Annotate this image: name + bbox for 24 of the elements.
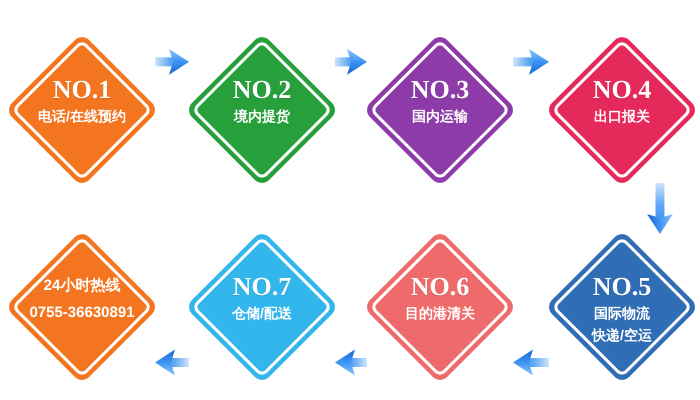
step-number: NO.3 (410, 75, 470, 105)
step-label: 目的港清关 (405, 304, 475, 323)
arrow (335, 349, 367, 376)
hotline-label: 24小时热线 (44, 276, 120, 296)
phone-number: 0755-36630891 (29, 303, 135, 323)
step-label: 国际物流 (594, 304, 650, 323)
arrow (513, 349, 549, 376)
step-label: 境内提货 (234, 107, 290, 126)
step-number: NO.6 (410, 272, 470, 302)
arrow (646, 183, 673, 234)
step-number: NO.2 (232, 75, 292, 105)
step-label: 仓储/配送 (232, 304, 292, 323)
step-number: NO.4 (592, 75, 652, 105)
step-label: 快递/空运 (592, 326, 652, 345)
arrow (513, 48, 549, 75)
arrow (335, 48, 367, 75)
step-number: NO.7 (232, 272, 292, 302)
step-number: NO.5 (592, 272, 652, 302)
step-label: 国内运输 (412, 107, 468, 126)
arrow (155, 48, 189, 75)
step-number: NO.1 (52, 75, 112, 105)
step-label: 出口报关 (594, 107, 650, 126)
arrow (155, 349, 189, 376)
step-label: 电话/在线预约 (38, 107, 126, 126)
